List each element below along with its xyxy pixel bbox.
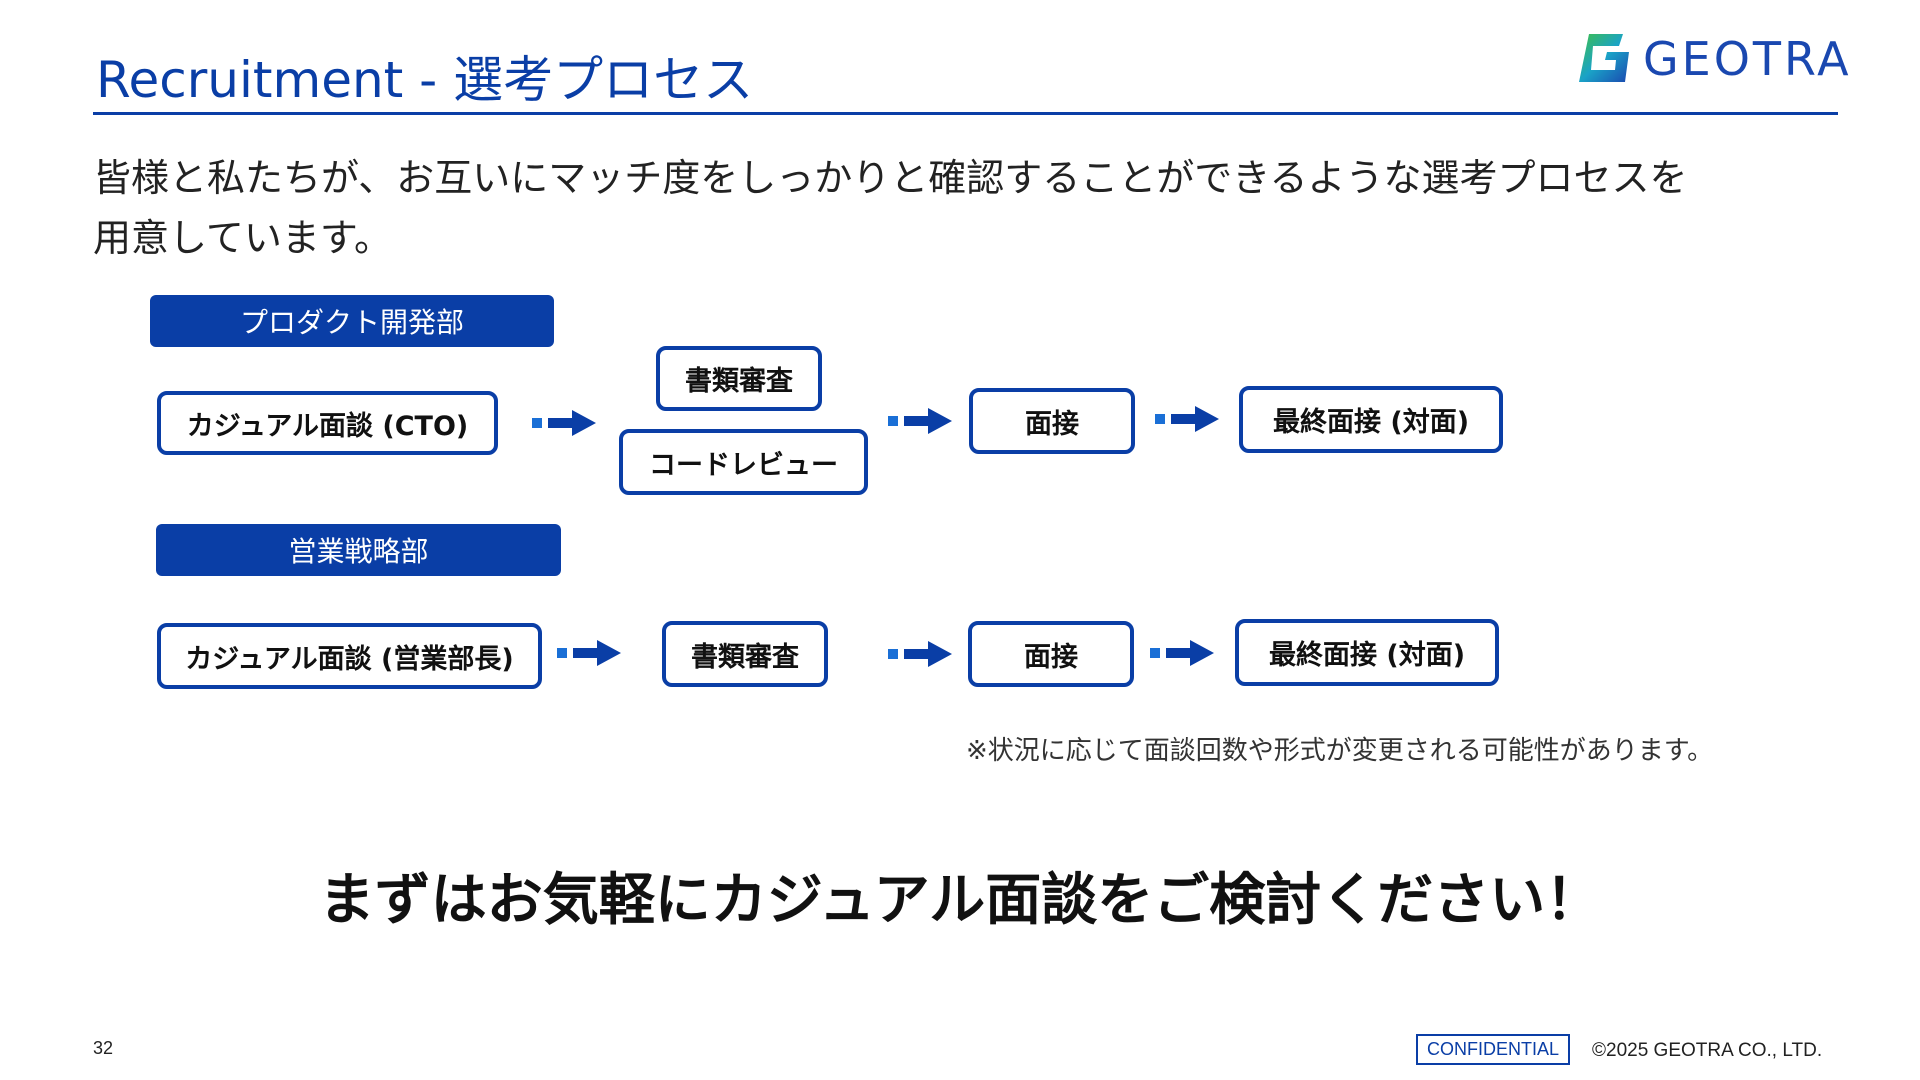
step-casual-interview-cto: カジュアル面談 (CTO) — [157, 391, 498, 455]
page-number: 32 — [93, 1038, 114, 1058]
intro-line-1: 皆様と私たちが、お互いにマッチ度をしっかりと確認することができるような選考プロセ… — [93, 156, 1688, 200]
intro-text: 皆様と私たちが、お互いにマッチ度をしっかりと確認することができるような選考プロセ… — [93, 148, 1813, 268]
logo-text: GEOTRA — [1643, 32, 1852, 86]
title-divider — [93, 112, 1838, 115]
arrow-right-icon — [1150, 640, 1214, 666]
step-final-interview: 最終面接 (対面) — [1239, 386, 1503, 453]
confidential-badge: CONFIDENTIAL — [1416, 1034, 1570, 1065]
geotra-logo-icon — [1579, 34, 1629, 82]
step-interview: 面接 — [969, 388, 1135, 454]
arrow-right-icon — [532, 410, 596, 436]
step-interview: 面接 — [968, 621, 1134, 687]
step-code-review: コードレビュー — [619, 429, 868, 495]
intro-line-2: 用意しています。 — [93, 216, 393, 260]
arrow-right-icon — [1155, 406, 1219, 432]
page-title: Recruitment - 選考プロセス — [96, 51, 754, 109]
arrow-right-icon — [888, 641, 952, 667]
arrow-right-icon — [557, 640, 621, 666]
department-label-sales: 営業戦略部 — [156, 524, 561, 576]
step-document-screening: 書類審査 — [656, 346, 822, 411]
step-casual-interview-sales-manager: カジュアル面談 (営業部長) — [157, 623, 542, 689]
copyright-text: ©2025 GEOTRA CO., LTD. — [1592, 1040, 1823, 1061]
arrow-right-icon — [888, 408, 952, 434]
step-document-screening: 書類審査 — [662, 621, 828, 687]
department-label-product: プロダクト開発部 — [150, 295, 554, 347]
step-final-interview: 最終面接 (対面) — [1235, 619, 1499, 686]
process-note: ※状況に応じて面談回数や形式が変更される可能性があります。 — [966, 736, 1714, 766]
call-to-action: まずはお気軽にカジュアル面談をご検討ください！ — [318, 868, 1602, 933]
company-logo: GEOTRA — [1575, 30, 1849, 86]
